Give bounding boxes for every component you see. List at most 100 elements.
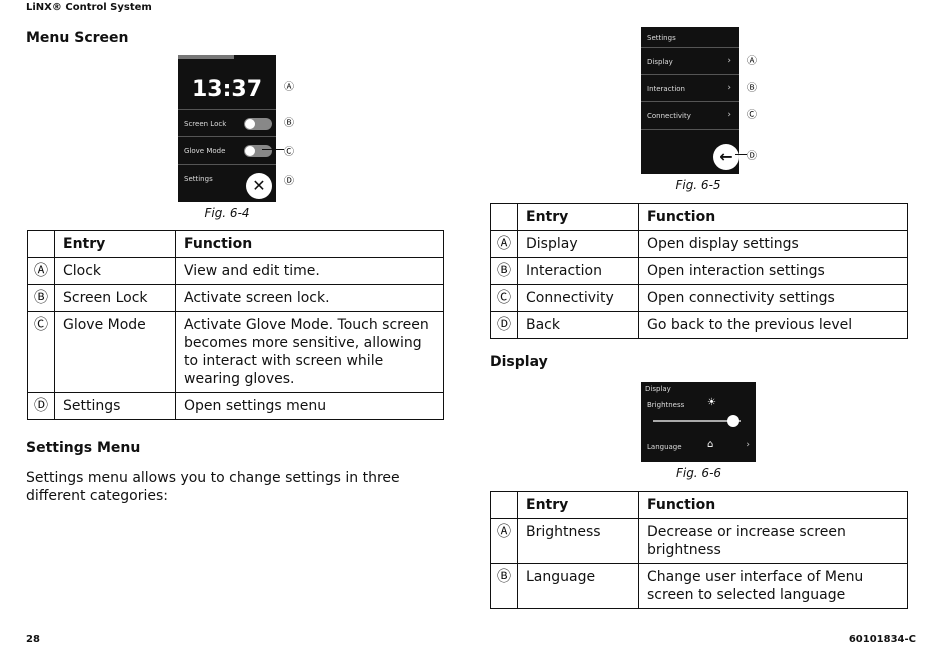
function-cell: Open interaction settings [638,257,908,285]
table-row: Ⓒ Glove Mode Activate Glove Mode. Touch … [27,311,444,393]
function-header: Function [638,491,908,519]
display-table: Entry Function Ⓐ Brightness Decrease or … [490,491,908,609]
table-header-row: Entry Function [490,491,908,519]
row-marker: Ⓑ [490,257,518,285]
running-header: LiNX® Control System [26,2,152,13]
entry-cell: Connectivity [517,284,639,312]
sun-icon: ☀ [707,397,716,408]
display-label: Display [647,58,673,66]
row-marker: Ⓒ [490,284,518,312]
table-row: Ⓓ Back Go back to the previous level [490,311,908,339]
settings-screen-figure: Settings Display › Interaction › Connect… [641,27,739,174]
menu-screen-heading: Menu Screen [26,30,129,46]
settings-menu-heading: Settings Menu [26,440,141,456]
callout-a: Ⓐ [747,56,757,67]
callout-b: Ⓑ [747,83,757,94]
table-row: Ⓐ Brightness Decrease or increase screen… [490,518,908,564]
row-marker: Ⓐ [27,257,55,285]
settings-table: Entry Function Ⓐ Display Open display se… [490,203,908,339]
entry-cell: Language [517,563,639,609]
document-number: 60101834-C [848,634,916,645]
interaction-row: Interaction › [641,74,739,102]
close-icon: ✕ [246,173,272,199]
fig-6-5-caption: Fig. 6-5 [675,178,721,192]
row-marker: Ⓓ [490,311,518,339]
function-cell: Open display settings [638,230,908,258]
function-header: Function [638,203,908,231]
function-cell: Activate Glove Mode. Touch screen become… [175,311,444,393]
home-icon: ⌂ [707,439,714,450]
table-header-row: Entry Function [490,203,908,231]
callout-c-leader [262,149,284,150]
callout-c: Ⓒ [747,110,757,121]
brightness-slider-thumb [727,415,739,427]
callout-d: Ⓓ [284,176,294,187]
callout-b: Ⓑ [284,118,294,129]
entry-header: Entry [54,230,176,258]
table-header-row: Entry Function [27,230,444,258]
glove-mode-toggle [244,145,272,157]
table-row: Ⓐ Display Open display settings [490,230,908,258]
display-heading: Display [490,354,548,370]
entry-cell: Clock [54,257,176,285]
function-cell: Decrease or increase screen brightness [638,518,908,564]
glove-mode-row: Glove Mode [178,136,276,165]
row-marker: Ⓐ [490,230,518,258]
fig-6-6-caption: Fig. 6-6 [675,466,722,480]
function-cell: Go back to the previous level [638,311,908,339]
settings-row: Settings ✕ [178,164,276,202]
back-arrow-icon: ← [713,144,739,170]
settings-label: Settings [184,175,213,183]
menu-screen-table: Entry Function Ⓐ Clock View and edit tim… [27,230,444,420]
interaction-label: Interaction [647,85,685,93]
row-marker: Ⓓ [27,392,55,420]
chevron-right-icon: › [746,440,750,450]
entry-cell: Settings [54,392,176,420]
brightness-slider-track [653,420,741,422]
entry-header: Entry [517,203,639,231]
screen-lock-label: Screen Lock [184,120,227,128]
table-row: Ⓑ Language Change user interface of Menu… [490,563,908,609]
row-marker: Ⓑ [27,284,55,312]
callout-c: Ⓒ [284,147,294,158]
chevron-right-icon: › [727,110,731,120]
entry-cell: Screen Lock [54,284,176,312]
row-marker: Ⓑ [490,563,518,609]
entry-header: Entry [517,491,639,519]
mark-header [490,491,518,519]
mark-header [490,203,518,231]
callout-a: Ⓐ [284,82,294,93]
table-row: Ⓓ Settings Open settings menu [27,392,444,420]
status-bar [178,55,234,59]
display-screen-figure: Display Brightness ☀ Language ⌂ › [641,382,756,462]
table-row: Ⓒ Connectivity Open connectivity setting… [490,284,908,312]
clock-display: 13:37 [191,77,263,102]
row-marker: Ⓐ [490,518,518,564]
settings-screen-title: Settings [647,34,676,42]
function-cell: View and edit time. [175,257,444,285]
table-row: Ⓐ Clock View and edit time. [27,257,444,285]
callout-d: Ⓓ [747,151,757,162]
entry-cell: Brightness [517,518,639,564]
mark-header [27,230,55,258]
settings-menu-paragraph: Settings menu allows you to change setti… [26,470,400,504]
entry-cell: Display [517,230,639,258]
connectivity-label: Connectivity [647,112,691,120]
entry-cell: Back [517,311,639,339]
table-row: Ⓑ Screen Lock Activate screen lock. [27,284,444,312]
callout-d-leader [735,154,747,155]
brightness-label: Brightness [647,401,685,409]
table-row: Ⓑ Interaction Open interaction settings [490,257,908,285]
screen-lock-row: Screen Lock [178,109,276,137]
entry-cell: Glove Mode [54,311,176,393]
display-screen-title: Display [645,385,671,393]
function-cell: Open connectivity settings [638,284,908,312]
menu-screen-figure: 13:37 Screen Lock Glove Mode Settings ✕ [178,55,276,202]
function-cell: Change user interface of Menu screen to … [638,563,908,609]
page-number: 28 [26,634,40,645]
display-row: Display › [641,47,739,75]
chevron-right-icon: › [727,83,731,93]
connectivity-row: Connectivity › [641,101,739,130]
language-label: Language [647,443,682,451]
row-marker: Ⓒ [27,311,55,393]
